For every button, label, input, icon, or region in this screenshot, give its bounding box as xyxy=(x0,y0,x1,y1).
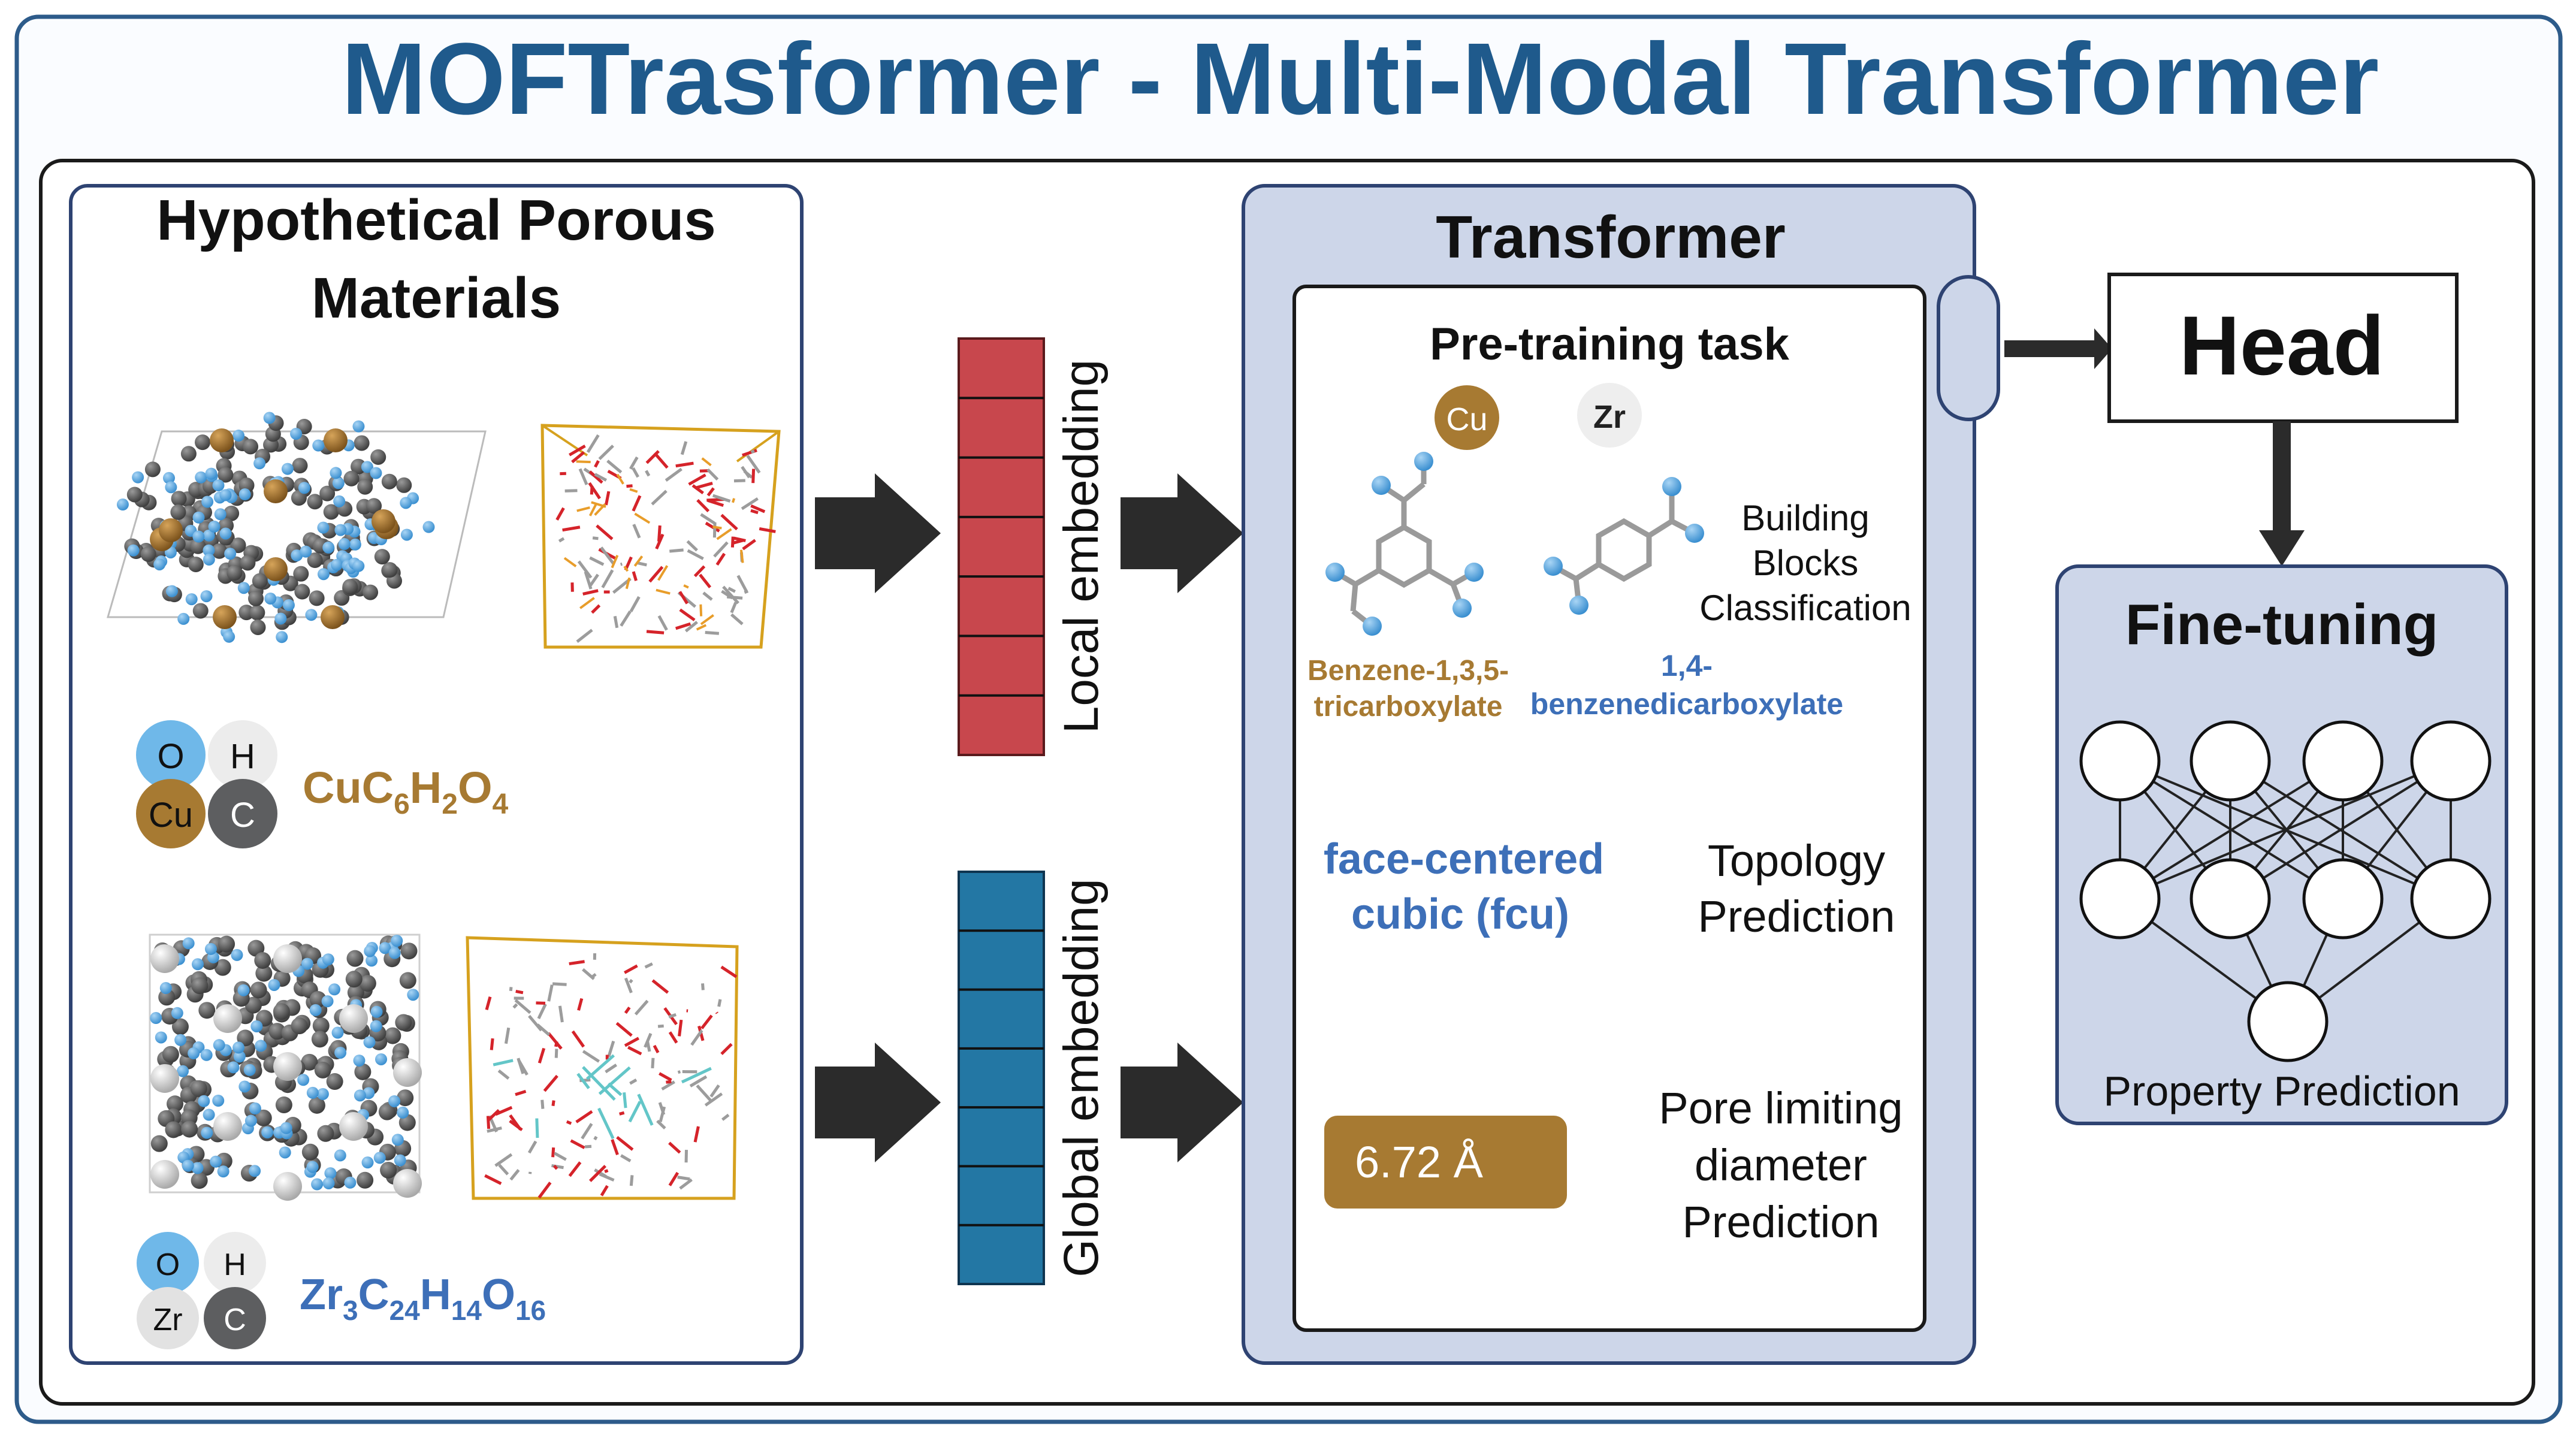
finetuning-panel: Fine-tuning Property Prediction xyxy=(2055,564,2508,1125)
btc-linker-name-line2: tricarboxylate xyxy=(1314,691,1503,723)
arrow-local-to-transformer xyxy=(1121,473,1243,593)
pld-task-line3: Prediction xyxy=(1682,1197,1879,1247)
global-embedding-vector xyxy=(958,871,1045,1285)
pld-task-line2: diameter xyxy=(1695,1140,1867,1190)
atom-label-cu: Cu xyxy=(149,796,193,835)
pretraining-heading: Pre-training task xyxy=(1430,319,1789,370)
atom-label-h-2: H xyxy=(224,1247,246,1282)
page-title: MOFTrasformer - Multi-Modal Transformer xyxy=(342,22,2379,136)
arrow-transformer-to-head xyxy=(2004,328,2112,369)
bb-task-line1: Building xyxy=(1741,498,1870,538)
finetuning-caption: Property Prediction xyxy=(2103,1068,2460,1114)
arrow-materials-to-global xyxy=(815,1043,941,1162)
atom-legend-zr: O H Zr C xyxy=(137,1232,266,1349)
transformer-heading: Transformer xyxy=(1436,204,1786,271)
atom-label-c: C xyxy=(230,796,255,835)
pld-value: 6.72 Å xyxy=(1355,1137,1484,1187)
local-embedding-label: Local embedding xyxy=(1054,360,1109,734)
atom-label-c-2: C xyxy=(224,1303,246,1337)
local-embedding-vector xyxy=(958,337,1045,756)
finetuning-heading: Fine-tuning xyxy=(2125,593,2439,657)
cu-mof-framework-image xyxy=(540,424,781,649)
topology-value-line1: face-centered xyxy=(1324,835,1604,883)
bb-task-line2: Blocks xyxy=(1753,543,1859,583)
cu-mof-crystal-image xyxy=(107,412,487,644)
atom-label-o-2: O xyxy=(156,1247,180,1282)
bdc-linker-name-line1: 1,4- xyxy=(1661,649,1713,682)
atom-label-h: H xyxy=(230,737,255,776)
atom-label-zr: Zr xyxy=(153,1303,182,1337)
pretraining-box xyxy=(1292,285,1926,1332)
materials-panel: Hypothetical Porous Materials O H Cu C C… xyxy=(69,184,804,1365)
arrow-materials-to-local xyxy=(815,473,941,593)
metal-zr-badge xyxy=(1577,383,1642,448)
transformer-panel: Transformer Pre-training task Cu Zr xyxy=(1242,184,2000,1365)
head-box xyxy=(2107,273,2459,423)
formula-zr: Zr3C24H14O16 xyxy=(300,1271,546,1326)
bb-task-line3: Classification xyxy=(1699,588,1911,628)
metal-cu-label: Cu xyxy=(1446,401,1487,437)
head-label: Head xyxy=(2179,298,2384,392)
atom-label-o: O xyxy=(157,737,184,776)
bdc-oxygen-atoms xyxy=(1544,477,1704,615)
materials-heading-line1: Hypothetical Porous xyxy=(156,188,715,252)
zr-mof-crystal-image xyxy=(149,934,422,1201)
metal-zr-label: Zr xyxy=(1593,399,1626,435)
arrow-global-to-transformer xyxy=(1121,1043,1243,1162)
topology-value-line2: cubic (fcu) xyxy=(1351,890,1569,938)
topology-task-line2: Prediction xyxy=(1698,892,1895,941)
global-embedding-label: Global embedding xyxy=(1054,878,1109,1277)
atom-legend-cu: O H Cu C xyxy=(136,720,277,848)
arrow-head-to-finetuning xyxy=(2259,421,2305,566)
cls-token-pill xyxy=(1937,275,2000,421)
formula-cu: CuC6H2O4 xyxy=(303,763,509,820)
materials-heading-line2: Materials xyxy=(312,266,561,330)
pld-task-line1: Pore limiting xyxy=(1659,1083,1902,1133)
metal-cu-badge xyxy=(1435,385,1499,450)
btc-linker-name-line1: Benzene-1,3,5- xyxy=(1307,655,1509,687)
neural-network-graphic xyxy=(2079,720,2492,1062)
zr-mof-framework-image xyxy=(466,936,739,1200)
topology-task-line1: Topology xyxy=(1708,836,1885,886)
btc-oxygen-atoms xyxy=(1325,452,1484,636)
pld-value-badge xyxy=(1324,1116,1567,1209)
bdc-linker-name-line2: benzenedicarboxylate xyxy=(1530,687,1843,721)
